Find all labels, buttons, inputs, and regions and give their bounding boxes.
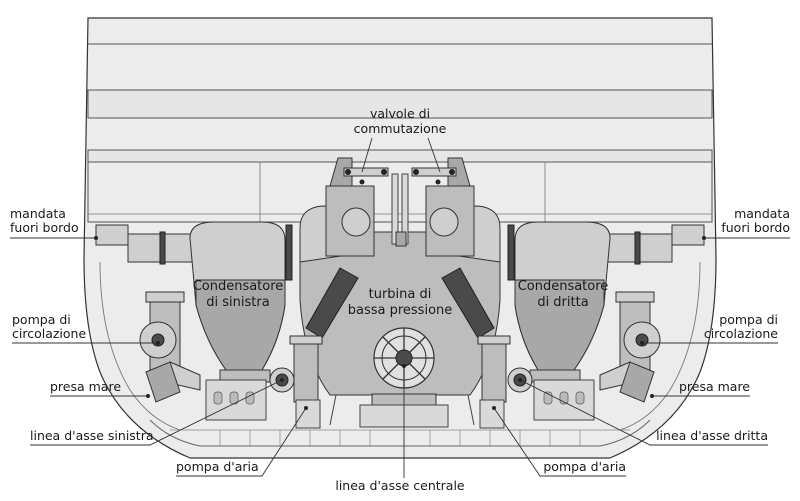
svg-text:di dritta: di dritta — [537, 295, 588, 310]
discharge-pipes — [95, 224, 705, 265]
svg-text:linea d'asse dritta: linea d'asse dritta — [656, 428, 768, 443]
svg-text:circolazione: circolazione — [704, 326, 778, 341]
label-pompa-aria-right: pompa d'aria — [492, 406, 626, 477]
svg-text:Condensatore: Condensatore — [193, 279, 284, 294]
label-valvole: valvole di commutazione — [354, 106, 447, 173]
condenser-left-label: Condensatore di sinistra — [193, 279, 284, 310]
label-pompa-aria-left: pompa d'aria — [176, 406, 308, 477]
change-over-valves — [325, 157, 475, 257]
label-presa-mare-right: presa mare — [650, 379, 750, 398]
svg-text:pompa di: pompa di — [12, 312, 71, 327]
svg-text:mandata: mandata — [734, 206, 790, 221]
label-presa-mare-left: presa mare — [50, 379, 150, 398]
svg-text:fuori bordo: fuori bordo — [10, 220, 79, 235]
turbine-label: turbina di bassa pressione — [348, 287, 453, 318]
svg-text:pompa d'aria: pompa d'aria — [543, 459, 626, 474]
svg-text:valvole di: valvole di — [370, 106, 430, 121]
svg-text:presa mare: presa mare — [50, 379, 121, 394]
turbine — [299, 205, 501, 428]
label-mandata-left: mandata fuori bordo — [10, 206, 98, 240]
svg-text:di sinistra: di sinistra — [206, 295, 269, 310]
svg-text:commutazione: commutazione — [354, 121, 447, 136]
svg-text:mandata: mandata — [10, 206, 66, 221]
circulating-pump-right — [599, 291, 661, 403]
svg-text:fuori bordo: fuori bordo — [721, 220, 790, 235]
svg-text:pompa d'aria: pompa d'aria — [176, 459, 259, 474]
label-linea-asse-sinistra: linea d'asse sinistra — [30, 378, 284, 446]
circulating-pump-left — [139, 291, 201, 403]
svg-text:Condensatore: Condensatore — [518, 279, 609, 294]
label-linea-asse-centrale: linea d'asse centrale — [335, 364, 465, 493]
svg-text:linea d'asse sinistra: linea d'asse sinistra — [30, 428, 154, 443]
svg-text:linea d'asse centrale: linea d'asse centrale — [335, 478, 465, 493]
condenser-left — [189, 221, 293, 383]
label-linea-asse-dritta: linea d'asse dritta — [518, 378, 768, 446]
svg-text:pompa di: pompa di — [719, 312, 778, 327]
svg-text:presa mare: presa mare — [679, 379, 750, 394]
svg-text:circolazione: circolazione — [12, 326, 86, 341]
condenser-right-label: Condensatore di dritta — [518, 279, 609, 310]
label-mandata-right: mandata fuori bordo — [702, 206, 790, 240]
label-pompa-circolazione-right: pompa di circolazione — [640, 312, 778, 345]
svg-text:bassa pressione: bassa pressione — [348, 303, 453, 318]
label-pompa-circolazione-left: pompa di circolazione — [12, 312, 160, 345]
svg-text:turbina di: turbina di — [369, 287, 432, 302]
condenser-right — [507, 221, 611, 383]
